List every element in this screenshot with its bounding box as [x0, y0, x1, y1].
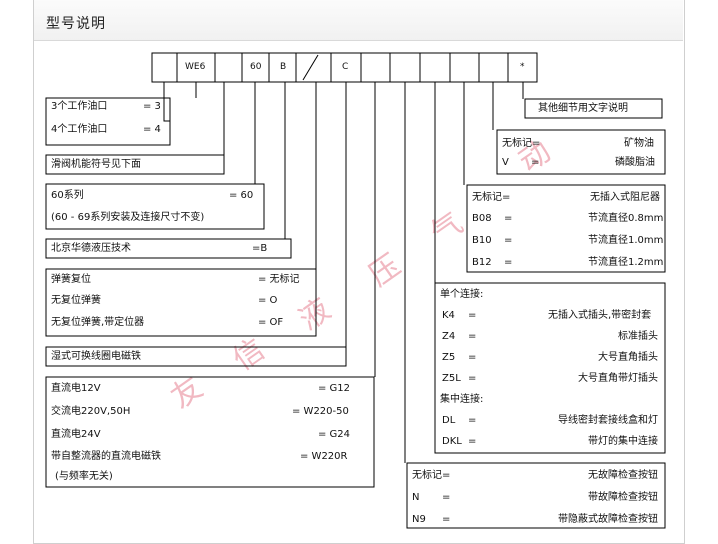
detent-value: = OF — [258, 317, 284, 328]
group-box-voltage — [45, 376, 375, 488]
override-default-label: 无标记= — [412, 470, 451, 481]
orifice-b12-value: 节流直径1.2mm — [588, 257, 664, 268]
group-box-connector — [434, 282, 666, 454]
page-title: 型号说明 — [46, 16, 106, 32]
no-spring-label: 无复位弹簧 — [51, 295, 101, 306]
group-box-spring — [45, 268, 317, 337]
detent-label: 无复位弹簧,带定位器 — [51, 317, 145, 328]
code-cell-solenoid: C — [342, 62, 349, 72]
fluid-v-value: 磷酸脂油 — [615, 157, 655, 168]
voltage-ac220-value: = W220-50 — [292, 406, 349, 417]
connector-z5l-label: Z5L — [442, 373, 461, 384]
series-value: = 60 — [229, 190, 254, 201]
override-n-label: N — [412, 492, 420, 503]
orifice-default-value: 无插入式阻尼器 — [590, 192, 660, 203]
override-n-eq: = — [442, 492, 451, 503]
override-default-value: 无故障检查按钮 — [588, 470, 658, 481]
maker-value: =B — [252, 243, 268, 254]
group-box-maker — [45, 238, 292, 259]
group-box-series — [45, 183, 265, 230]
connector-z4-label: Z4 — [442, 331, 456, 342]
spring-return-label: 弹簧复位 — [51, 274, 91, 285]
override-n-value: 带故障检查按钮 — [588, 492, 658, 503]
ports-3-value: = 3 — [143, 101, 161, 112]
ports-4-label: 4个工作油口 — [51, 124, 108, 135]
voltage-rectifier-label: 带自整流器的直流电磁铁 — [51, 451, 161, 462]
connector-central-heading: 集中连接: — [440, 394, 484, 405]
fluid-default-label: 无标记= — [502, 138, 541, 149]
group-box-details — [524, 98, 663, 119]
orifice-b10-label: B10 — [472, 235, 492, 246]
fluid-default-value: 矿物油 — [624, 138, 654, 149]
fluid-v-eq: = — [531, 157, 540, 168]
connector-z4-value: 标准插头 — [618, 331, 658, 342]
orifice-b08-eq: = — [504, 213, 513, 224]
group-box-fluid — [496, 129, 666, 175]
connector-z5-label: Z5 — [442, 352, 456, 363]
connector-k4-value: 无插入式插头,带密封套 — [548, 310, 652, 321]
no-spring-value: = O — [258, 295, 278, 306]
code-row — [151, 52, 538, 83]
spring-return-value: = 无标记 — [258, 274, 300, 285]
voltage-ac220-label: 交流电220V,50H — [51, 406, 131, 417]
connector-single-heading: 单个连接: — [440, 289, 484, 300]
orifice-b12-eq: = — [504, 257, 513, 268]
voltage-rectifier-note: (与频率无关) — [55, 471, 113, 482]
connector-dkl-value: 带灯的集中连接 — [588, 436, 658, 447]
override-n9-label: N9 — [412, 514, 426, 525]
header-bar — [34, 0, 683, 41]
group-box-solenoid — [45, 346, 347, 367]
voltage-dc24-value: = G24 — [318, 429, 351, 440]
orifice-b10-value: 节流直径1.0mm — [588, 235, 664, 246]
solenoid-type-label: 湿式可换线圈电磁铁 — [51, 351, 141, 362]
override-n9-eq: = — [442, 514, 451, 525]
orifice-default-label: 无标记= — [472, 192, 511, 203]
code-cell-details: * — [520, 62, 525, 72]
ports-4-value: = 4 — [143, 124, 161, 135]
connector-dl-eq: = — [468, 415, 477, 426]
connector-k4-label: K4 — [442, 310, 455, 321]
connector-z5l-eq: = — [468, 373, 477, 384]
connector-z5l-value: 大号直角带灯插头 — [578, 373, 658, 384]
maker-label: 北京华德液压技术 — [51, 243, 131, 254]
voltage-dc24-label: 直流电24V — [51, 429, 101, 440]
voltage-dc12-value: = G12 — [318, 383, 351, 394]
fluid-v-label: V — [502, 157, 509, 168]
override-n9-value: 带隐蔽式故障检查按钮 — [558, 514, 658, 525]
connector-k4-eq: = — [468, 310, 477, 321]
group-box-orifice — [466, 184, 666, 273]
connector-z5-value: 大号直角插头 — [598, 352, 658, 363]
code-cell-series-prefix: WE6 — [185, 62, 206, 72]
voltage-rectifier-value: = W220R — [300, 451, 348, 462]
spool-symbol-note: 滑阀机能符号见下面 — [51, 159, 141, 170]
series-label: 60系列 — [51, 190, 84, 201]
group-box-spool — [45, 154, 225, 175]
group-box-override — [406, 462, 666, 529]
orifice-b08-label: B08 — [472, 213, 492, 224]
details-label: 其他细节用文字说明 — [538, 103, 628, 114]
code-cell-maker: B — [280, 62, 287, 72]
connector-dkl-eq: = — [468, 436, 477, 447]
connector-z4-eq: = — [468, 331, 477, 342]
connector-dkl-label: DKL — [442, 436, 462, 447]
ports-3-label: 3个工作油口 — [51, 101, 108, 112]
connector-dl-label: DL — [442, 415, 456, 426]
connector-dl-value: 导线密封套接线盒和灯 — [558, 415, 658, 426]
connector-z5-eq: = — [468, 352, 477, 363]
voltage-dc12-label: 直流电12V — [51, 383, 101, 394]
orifice-b08-value: 节流直径0.8mm — [588, 213, 664, 224]
orifice-b10-eq: = — [504, 235, 513, 246]
series-note: (60 - 69系列安装及连接尺寸不变) — [51, 212, 205, 223]
orifice-b12-label: B12 — [472, 257, 492, 268]
code-cell-series: 60 — [250, 62, 262, 72]
